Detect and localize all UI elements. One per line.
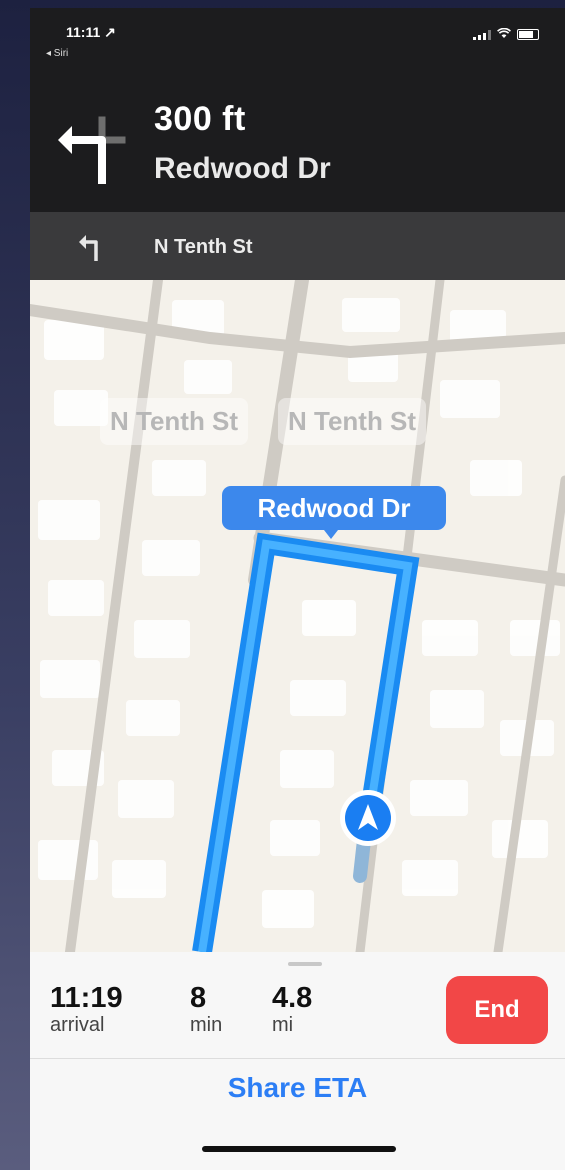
card-divider [30, 1058, 565, 1059]
distance-unit: mi [272, 1014, 294, 1036]
battery-icon [517, 29, 539, 40]
building-blocks [38, 298, 560, 928]
duration-stat: 8 min [190, 982, 222, 1036]
arrival-label: arrival [50, 1014, 105, 1036]
signal-icon [473, 29, 491, 40]
primary-maneuver-banner[interactable]: 300 ft Redwood Dr [30, 70, 565, 212]
map-canvas [30, 280, 565, 952]
trip-info-card[interactable]: 11:19 arrival 8 min 4.8 mi End Share ETA [30, 952, 565, 1170]
navigation-screen: 11:11 ↗ ◂ Siri 300 ft Redwood Dr N Tenth… [30, 8, 565, 1170]
back-to-siri-link[interactable]: ◂ Siri [46, 48, 69, 59]
distance-value: 4.8 [272, 982, 313, 1014]
secondary-maneuver-banner[interactable]: N Tenth St [30, 212, 565, 280]
turn-left-small-icon [79, 235, 98, 261]
arrival-stat: 11:19 arrival [50, 982, 123, 1036]
turn-left-arrow-icon [58, 116, 126, 184]
home-indicator[interactable] [202, 1146, 396, 1152]
status-time: 11:11 ↗ [66, 24, 116, 40]
secondary-street: N Tenth St [154, 236, 253, 258]
maneuver-street: Redwood Dr [154, 152, 331, 185]
status-bar: 11:11 ↗ ◂ Siri [30, 8, 565, 70]
share-eta-button[interactable]: Share ETA [227, 1072, 368, 1103]
status-icons [473, 27, 539, 41]
map-view[interactable]: N Tenth St N Tenth St Redwood Dr [30, 280, 565, 952]
end-route-button[interactable]: End [446, 976, 548, 1044]
card-grabber-handle[interactable] [288, 962, 322, 966]
arrival-time: 11:19 [50, 982, 123, 1014]
wifi-icon [497, 27, 511, 41]
duration-unit: min [190, 1014, 223, 1036]
street-label-n-tenth-1: N Tenth St [100, 398, 249, 445]
duration-value: 8 [190, 982, 207, 1014]
route-street-label: Redwood Dr [222, 486, 446, 539]
street-label-n-tenth-2: N Tenth St [278, 398, 427, 445]
distance-stat: 4.8 mi [272, 982, 312, 1036]
maneuver-distance: 300 ft [154, 100, 246, 138]
navigation-arrow-icon [340, 790, 396, 846]
